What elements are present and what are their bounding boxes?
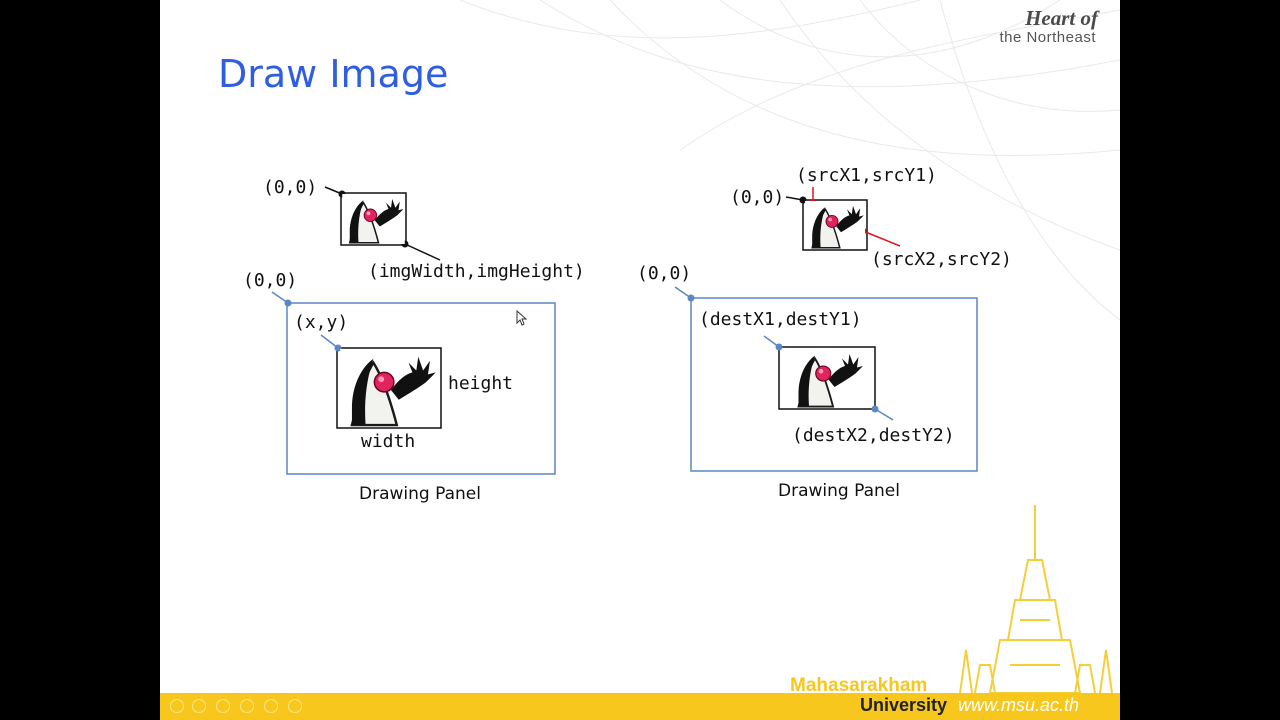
footer-bar [160,693,1120,720]
pen-tool-icon[interactable] [216,699,230,713]
university-name-line-2: University [860,695,948,715]
duke-mascot-icon [780,348,874,408]
mouse-cursor-icon [516,310,528,326]
image-size-label: (imgWidth,imgHeight) [368,261,585,282]
left-panel-caption: Drawing Panel [359,484,481,504]
zoom-icon[interactable] [264,699,278,713]
slide-sorter-icon[interactable] [240,699,254,713]
right-panel-origin-label: (0,0) [637,263,692,284]
more-options-icon[interactable] [288,699,302,713]
dest2-label: (destX2,destY2) [792,425,955,446]
previous-slide-icon[interactable] [170,699,184,713]
stupa-icon [959,505,1113,694]
left-diagram-lines [271,186,556,475]
left-image-origin-label: (0,0) [263,177,318,198]
university-name-line-1: Mahasarakham [790,675,928,696]
slide: Draw Image Heart of the Northeast (0,0) … [160,0,1120,720]
dest1-label: (destX1,destY1) [699,309,862,330]
width-label: width [361,431,416,452]
slide-title: Draw Image [218,52,449,96]
src1-label: (srcX1,srcY1) [796,165,937,186]
right-panel-caption: Drawing Panel [778,481,900,501]
src2-label: (srcX2,srcY2) [871,249,1012,270]
brand-line-1: Heart of [1025,6,1098,30]
left-panel-origin-label: (0,0) [243,270,298,291]
xy-label: (x,y) [294,312,349,333]
background-decoration [459,0,1120,694]
university-website: www.msu.ac.th [958,695,1080,715]
next-slide-icon[interactable] [192,699,206,713]
right-image-origin-label: (0,0) [730,187,785,208]
right-diagram-lines [674,187,978,472]
height-label: height [448,373,514,394]
duke-mascot-icon [804,201,866,249]
brand-line-2: the Northeast [999,29,1096,46]
